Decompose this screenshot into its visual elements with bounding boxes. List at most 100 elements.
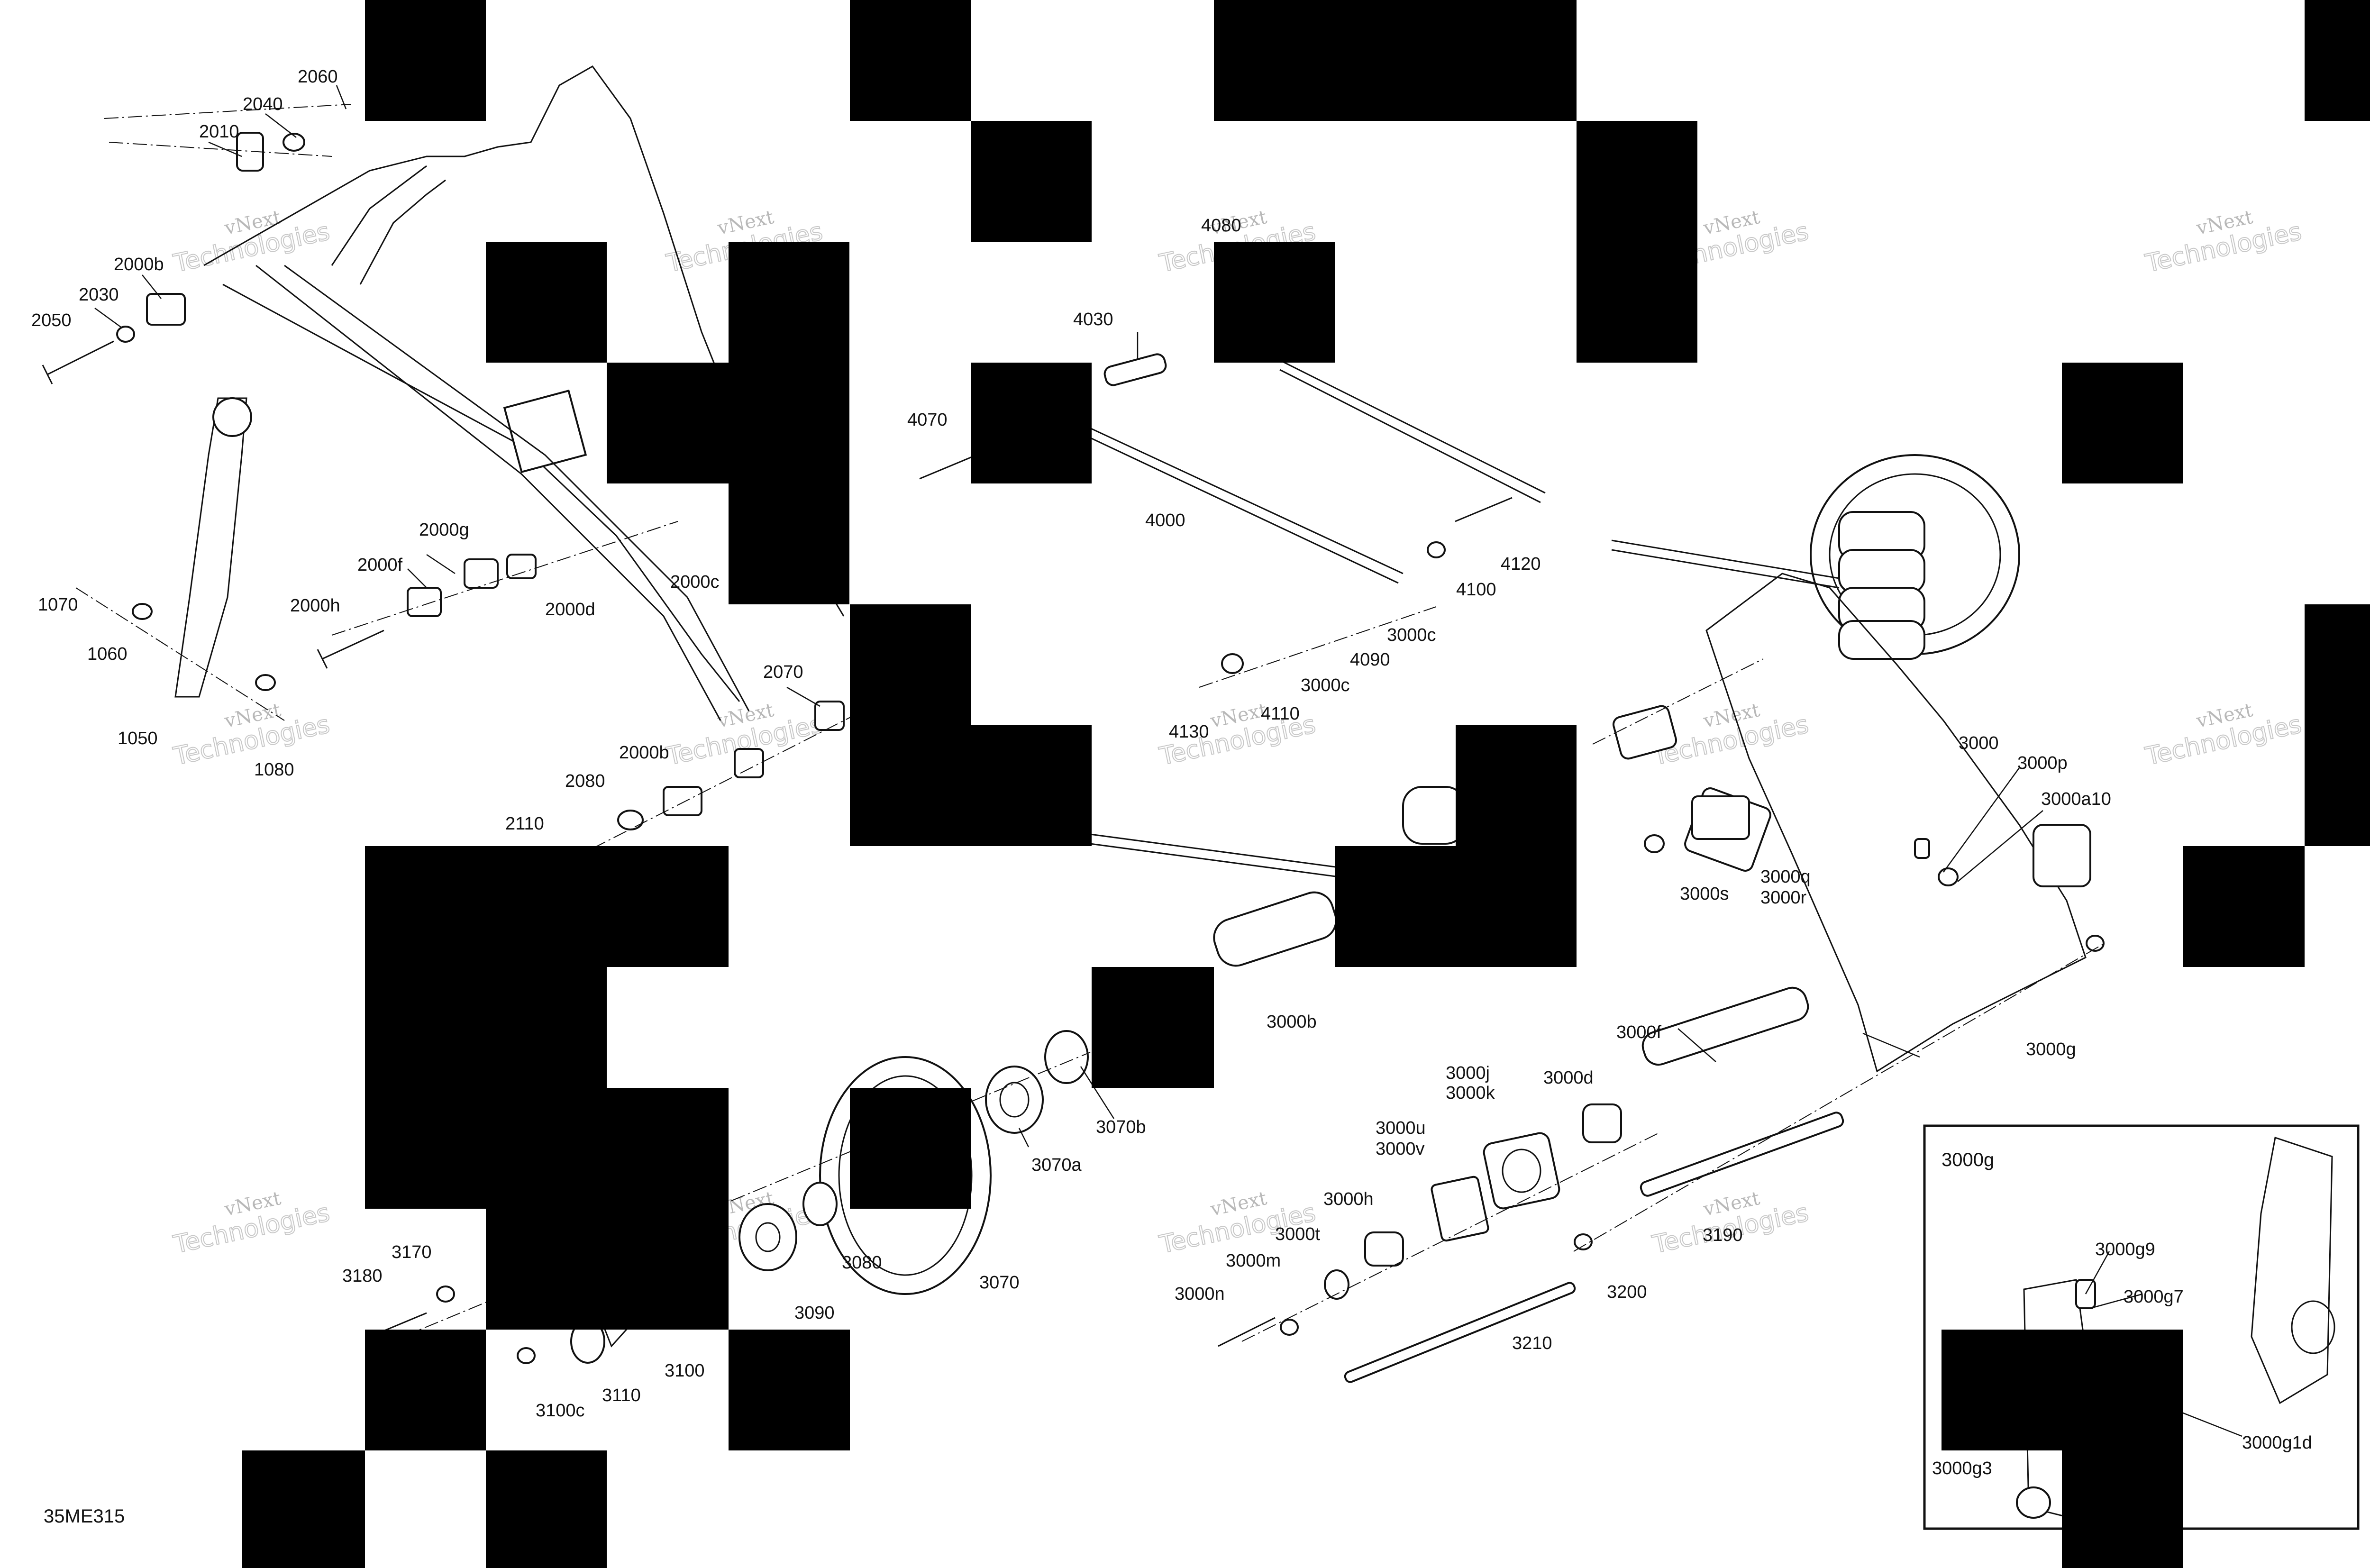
axis-line bbox=[1241, 1132, 1659, 1342]
part-label: 1060 bbox=[87, 644, 128, 664]
bolt bbox=[919, 454, 977, 480]
axis-line bbox=[1592, 658, 1764, 745]
axis-line bbox=[109, 142, 332, 157]
part-label: 4090 bbox=[1350, 650, 1390, 670]
part-label: 3000g7 bbox=[2124, 1287, 2184, 1307]
part-label: 2060 bbox=[298, 67, 338, 87]
part-label: 4130 bbox=[1169, 722, 1209, 742]
part-label: 3000n bbox=[1175, 1284, 1225, 1304]
grease-fitting bbox=[1914, 838, 1930, 859]
part-label: 3190 bbox=[1703, 1225, 1743, 1245]
axis-line bbox=[1573, 943, 2105, 1252]
redaction-block bbox=[850, 604, 971, 846]
redaction-block bbox=[1456, 725, 1577, 967]
washer-3090 bbox=[738, 1203, 797, 1271]
part-label: 3000h bbox=[1323, 1189, 1374, 1209]
part-label: 3070 bbox=[979, 1273, 1020, 1293]
part-label: 1080 bbox=[254, 760, 294, 780]
redaction-block bbox=[971, 725, 1092, 846]
redaction-block bbox=[1214, 0, 1577, 121]
washer bbox=[283, 133, 305, 152]
redaction-block bbox=[729, 1330, 850, 1450]
part-label: 2000f bbox=[357, 555, 403, 575]
part-label: 3000 bbox=[1959, 733, 1999, 753]
part-label: 3000t bbox=[1275, 1224, 1321, 1244]
bushing bbox=[506, 554, 537, 579]
redaction-block bbox=[850, 1088, 971, 1209]
part-label: 2050 bbox=[31, 310, 72, 330]
part-label: 3000d bbox=[1543, 1068, 1594, 1088]
washer bbox=[1427, 541, 1446, 558]
redaction-block bbox=[365, 0, 486, 121]
diagram-id: 35ME315 bbox=[44, 1506, 125, 1527]
bushing bbox=[734, 748, 764, 778]
washer bbox=[1221, 653, 1244, 674]
part-label: 3000g3 bbox=[1932, 1459, 1992, 1478]
rod-3000b bbox=[1213, 891, 1337, 967]
long-bolt bbox=[1344, 1282, 1576, 1383]
bushing bbox=[814, 701, 845, 731]
part-label: 3100 bbox=[665, 1361, 705, 1381]
leader-lines bbox=[94, 85, 2242, 1437]
axis-line bbox=[1199, 606, 1437, 688]
redaction-block bbox=[2062, 363, 2183, 483]
redaction-block bbox=[486, 242, 607, 363]
washer bbox=[2086, 935, 2105, 952]
part-label: 2110 bbox=[505, 814, 544, 834]
washer bbox=[116, 326, 135, 343]
part-label: 3000a10 bbox=[2041, 789, 2111, 809]
part-label: 3000b bbox=[1267, 1012, 1317, 1032]
snap-ring-3070b bbox=[1044, 1030, 1089, 1084]
part-label: 2080 bbox=[565, 771, 605, 791]
part-label: 3000g bbox=[2026, 1039, 2076, 1059]
tie-rod bbox=[1279, 369, 1541, 503]
a-arm-bracket bbox=[503, 389, 587, 474]
redaction-block bbox=[850, 0, 971, 121]
part-label: 4030 bbox=[1073, 310, 1113, 329]
part-label: 1050 bbox=[118, 729, 158, 748]
part-label: 3000c bbox=[1301, 675, 1350, 695]
washer bbox=[436, 1285, 455, 1303]
part-label: 3000u bbox=[1376, 1118, 1426, 1138]
redaction-block bbox=[607, 363, 729, 483]
redaction-block bbox=[242, 1450, 365, 1568]
redaction-block bbox=[2305, 604, 2370, 846]
redaction-block bbox=[2062, 1450, 2183, 1568]
part-label: 3000j bbox=[1446, 1063, 1490, 1083]
part-label: 2070 bbox=[763, 662, 803, 682]
part-label: 3070a bbox=[1031, 1155, 1082, 1175]
spring-coil bbox=[1402, 786, 1466, 845]
redaction-block bbox=[1214, 242, 1335, 363]
clip-3000s bbox=[1644, 834, 1665, 853]
axis-line bbox=[331, 521, 678, 636]
redaction-block bbox=[1092, 967, 1214, 1088]
redaction-block bbox=[1942, 1330, 2183, 1450]
upper-a-arm-edge bbox=[222, 283, 740, 702]
part-label: 3180 bbox=[342, 1266, 383, 1286]
rear-frame-rail bbox=[1611, 539, 1840, 579]
part-labels: 2060 2040 2010 2000b 2030 2050 1070 1060… bbox=[31, 67, 2312, 1527]
oring-3000t bbox=[1324, 1269, 1349, 1300]
rear-frame-rail bbox=[1611, 549, 1840, 589]
part-label: 2030 bbox=[79, 285, 119, 305]
plate-3000u bbox=[1431, 1176, 1489, 1242]
tie-rod bbox=[1066, 416, 1404, 574]
part-label: 3170 bbox=[392, 1242, 432, 1262]
redaction-block bbox=[365, 1330, 486, 1450]
redaction-block bbox=[2305, 0, 2370, 121]
part-label: 4080 bbox=[1201, 216, 1241, 236]
a-arm-tube bbox=[331, 165, 427, 266]
redaction-blocks bbox=[242, 0, 2370, 1568]
washer bbox=[255, 674, 276, 691]
part-label: 3080 bbox=[842, 1253, 882, 1273]
redaction-block bbox=[1335, 846, 1456, 967]
redaction-block bbox=[971, 121, 1092, 242]
part-label: 2000b bbox=[619, 743, 669, 763]
redaction-block bbox=[2183, 846, 2305, 967]
long-rod bbox=[1090, 833, 1375, 883]
part-label: 3070b bbox=[1096, 1117, 1146, 1137]
shaft-tube bbox=[1641, 986, 1809, 1066]
axis-line bbox=[592, 711, 863, 849]
part-label: 3000g9 bbox=[2095, 1240, 2155, 1259]
redaction-block bbox=[607, 1209, 729, 1330]
